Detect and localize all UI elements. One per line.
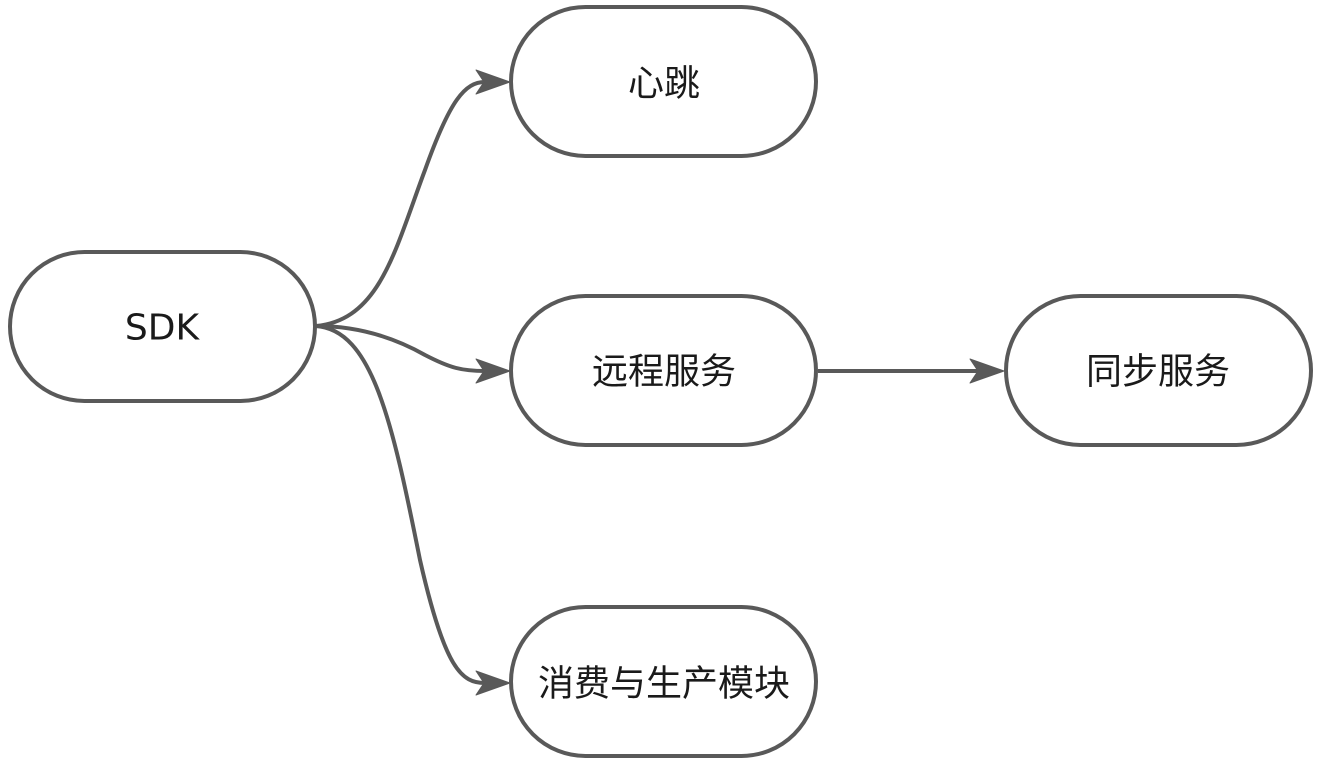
edge-sdk-to-remote-service	[315, 324, 511, 384]
edge-sdk-to-heartbeat	[315, 69, 511, 328]
node-sdk-label: SDK	[125, 308, 201, 349]
edge-sdk-to-consume-produce-module	[315, 324, 511, 696]
node-sync-service: 同步服务	[1004, 294, 1313, 447]
node-heartbeat-label: 心跳	[628, 64, 700, 105]
node-consume-produce-module: 消费与生产模块	[509, 605, 818, 758]
arrowhead-icon	[475, 69, 511, 95]
node-sdk: SDK	[8, 250, 317, 403]
arrowhead-icon	[969, 358, 1005, 384]
node-remote-service: 远程服务	[509, 294, 818, 447]
edge-remote-service-to-sync-service	[818, 358, 1005, 384]
arrowhead-icon	[475, 358, 511, 384]
node-sync-service-label: 同步服务	[1086, 352, 1230, 393]
node-heartbeat: 心跳	[509, 5, 818, 158]
node-consume-produce-module-label: 消费与生产模块	[538, 664, 790, 705]
arrowhead-icon	[475, 670, 511, 696]
node-remote-service-label: 远程服务	[592, 352, 736, 393]
